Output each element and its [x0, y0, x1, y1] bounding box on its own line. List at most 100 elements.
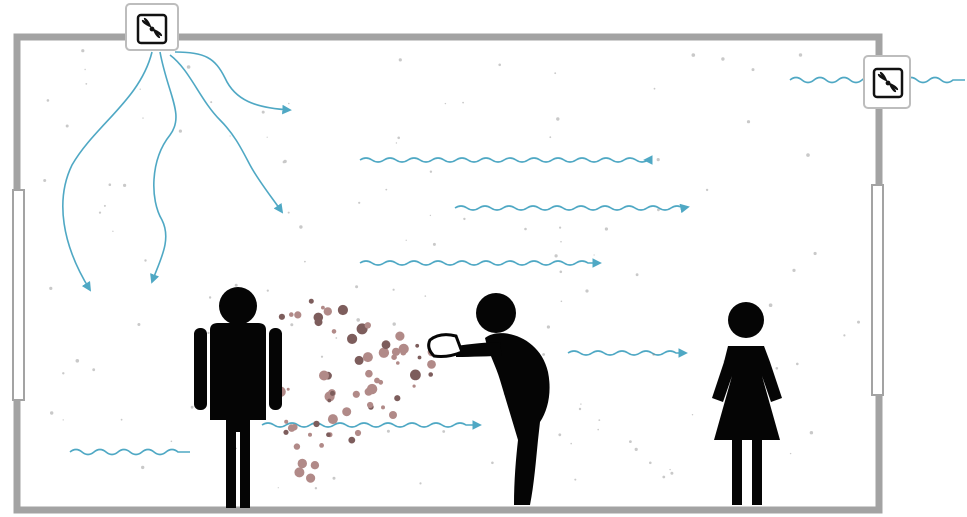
speck [356, 318, 360, 322]
speck [790, 453, 791, 454]
droplet [306, 474, 315, 483]
speck [385, 189, 387, 191]
speck [393, 322, 396, 325]
speck [209, 296, 211, 298]
speck [141, 466, 144, 469]
speck [63, 419, 64, 420]
airflow-wave-2 [455, 206, 688, 210]
droplet [326, 432, 331, 437]
speck [657, 208, 660, 211]
speck [594, 254, 595, 255]
speck [542, 353, 545, 356]
airflow-left-outer [63, 52, 152, 290]
speck [140, 89, 141, 90]
speck [419, 482, 421, 484]
speck [654, 88, 656, 90]
airflow-wave-1 [360, 158, 648, 162]
speck [191, 406, 194, 409]
speck [283, 161, 286, 164]
speck [799, 53, 802, 56]
speck [556, 117, 559, 120]
speck [636, 273, 639, 276]
droplet [294, 443, 300, 449]
speck [397, 137, 400, 140]
speck [598, 419, 600, 421]
speck [433, 243, 436, 246]
speck [112, 231, 113, 232]
vent-top [126, 4, 178, 50]
right-wall-window [872, 185, 883, 395]
speck [50, 411, 53, 414]
speck [66, 125, 69, 128]
droplet [428, 372, 433, 377]
speck [123, 184, 126, 187]
speck [810, 431, 813, 434]
droplet [309, 299, 314, 304]
droplet [327, 399, 331, 403]
speck [635, 448, 638, 451]
droplet [321, 306, 325, 310]
speck [498, 64, 501, 67]
speck [144, 259, 146, 261]
speck [406, 240, 407, 241]
droplet [418, 356, 422, 360]
droplet [319, 443, 324, 448]
speck [267, 290, 269, 292]
droplet [363, 352, 373, 362]
speck [235, 284, 238, 287]
airflow-wave-3 [360, 261, 600, 265]
speck [76, 359, 80, 363]
speck [99, 212, 101, 214]
speck [776, 367, 779, 370]
speck [649, 462, 652, 465]
droplet [365, 388, 373, 396]
droplet [394, 395, 400, 401]
speck [49, 287, 52, 290]
speck [104, 205, 106, 207]
speck [692, 53, 696, 57]
droplet [415, 344, 419, 348]
speck [445, 103, 446, 104]
speck [580, 403, 581, 404]
speck [47, 99, 50, 102]
droplet [330, 391, 335, 396]
droplet [365, 322, 371, 328]
speck [491, 462, 494, 465]
droplet [338, 305, 348, 315]
speck [574, 479, 576, 481]
speck [278, 487, 279, 488]
droplet [381, 405, 385, 409]
droplet [332, 329, 337, 334]
droplet [284, 420, 288, 424]
droplet [355, 430, 361, 436]
droplet [289, 312, 294, 317]
speck [547, 325, 550, 328]
droplet [427, 360, 436, 369]
droplet [326, 309, 331, 314]
speck [629, 440, 632, 443]
fan-icon [138, 15, 166, 43]
droplet [313, 421, 319, 427]
droplet [319, 371, 329, 381]
droplet [315, 318, 323, 326]
droplet-cloud [275, 299, 441, 483]
speck [524, 228, 527, 231]
woman-icon [712, 302, 782, 505]
speck [554, 72, 556, 74]
droplet [347, 334, 357, 344]
droplet [328, 414, 338, 424]
droplet [311, 461, 319, 469]
droplet [287, 388, 290, 391]
droplet [399, 344, 409, 354]
speck [555, 254, 558, 257]
speck [84, 69, 85, 70]
speck [62, 372, 64, 374]
speck [796, 363, 799, 366]
speck [142, 117, 143, 118]
speck [752, 68, 755, 71]
speck [387, 430, 390, 433]
speck [290, 323, 293, 326]
speck [814, 252, 817, 255]
droplet [298, 459, 307, 468]
speck [358, 202, 360, 204]
